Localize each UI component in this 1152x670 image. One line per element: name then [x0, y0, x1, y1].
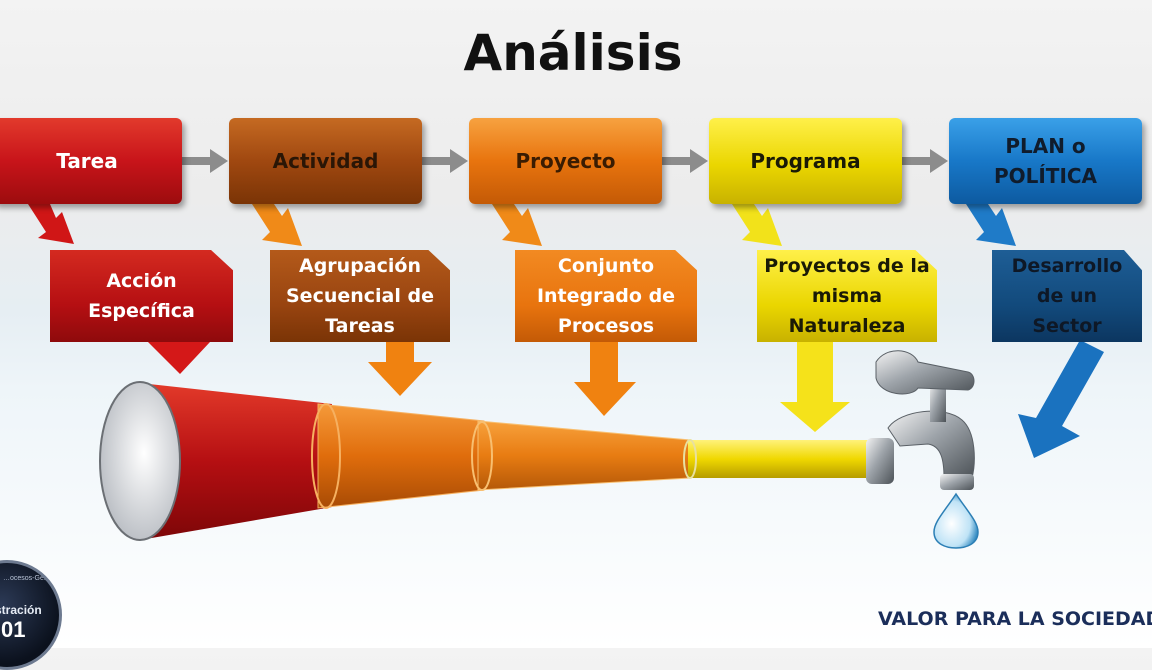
- step-label: Programa: [750, 149, 861, 173]
- step-label: Actividad: [272, 149, 379, 173]
- desc-box-actividad: Agrupación Secuencial de Tareas: [270, 250, 450, 342]
- pipe-graphic: [99, 381, 874, 541]
- step-description: Acción Específica: [88, 270, 195, 322]
- step-description: Proyectos de la misma Naturaleza: [764, 255, 930, 337]
- down-arrow-orange-2-icon: [574, 340, 636, 416]
- arrow-proyecto-icon: [492, 204, 542, 246]
- logo-number: 01: [1, 617, 26, 642]
- step-box-programa: Programa: [709, 118, 902, 204]
- logo-small-text: …ocesos-Gestión: [3, 575, 59, 582]
- step-label: Proyecto: [515, 149, 616, 173]
- step-description: Conjunto Integrado de Procesos: [536, 255, 676, 337]
- diagram-graphics: [28, 149, 1104, 549]
- page-title: Análisis: [463, 24, 683, 82]
- arrow-tarea-icon: [28, 204, 74, 244]
- step-description: Agrupación Secuencial de Tareas: [286, 255, 434, 337]
- step-box-tarea: Tarea: [0, 118, 182, 204]
- step-label: Tarea: [56, 149, 118, 173]
- step-box-actividad: Actividad: [229, 118, 422, 204]
- desc-box-plan: Desarrollo de un Sector: [992, 250, 1142, 342]
- desc-box-proyecto: Conjunto Integrado de Procesos: [515, 250, 697, 342]
- arrow-plan-icon: [966, 204, 1016, 246]
- desc-box-programa: Proyectos de la misma Naturaleza: [757, 250, 937, 342]
- down-arrow-red-icon: [148, 342, 210, 374]
- logo-main-text: stración: [0, 603, 42, 617]
- step-box-plan: PLAN o POLÍTICA: [949, 118, 1142, 204]
- down-arrow-blue-icon: [1018, 340, 1104, 458]
- step-description: Desarrollo de un Sector: [1011, 255, 1123, 337]
- step-label: PLAN o POLÍTICA: [993, 134, 1098, 188]
- connector-arrows: [182, 149, 948, 173]
- step-box-proyecto: Proyecto: [469, 118, 662, 204]
- down-arrow-orange-1-icon: [368, 340, 432, 396]
- down-arrow-yellow-icon: [780, 340, 850, 432]
- water-tap-icon: [866, 350, 979, 549]
- arrow-programa-icon: [732, 204, 782, 246]
- logo-badge: …ocesos-Gestión stración 01: [0, 560, 62, 670]
- arrow-actividad-icon: [252, 204, 302, 246]
- footer-tagline: VALOR PARA LA SOCIEDAD: [878, 608, 1152, 630]
- desc-box-tarea: Acción Específica: [50, 250, 233, 342]
